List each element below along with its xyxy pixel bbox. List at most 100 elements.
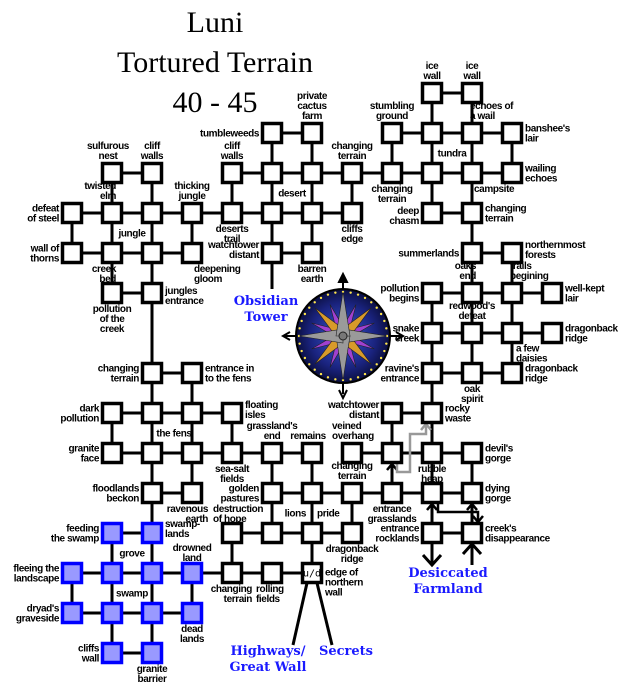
room-floodlands[interactable]	[140, 481, 164, 505]
room-thicking-jungle[interactable]	[180, 201, 204, 225]
room-creeks-disappearance[interactable]	[460, 521, 484, 545]
room-fens-c[interactable]	[140, 441, 164, 465]
room-oak-spirit[interactable]	[460, 361, 484, 385]
room-watchtower-distant-r[interactable]	[380, 401, 404, 425]
room-deepening-gloom[interactable]	[180, 241, 204, 265]
room-wall-of-thorns[interactable]	[60, 241, 84, 265]
room-tundra-b[interactable]	[420, 161, 444, 185]
room-barren-earth[interactable]	[300, 241, 324, 265]
room-desert-c[interactable]	[260, 201, 284, 225]
room-fens-d[interactable]	[180, 441, 204, 465]
room-changing-terrain-r[interactable]	[340, 481, 364, 505]
room-jungle-d[interactable]	[140, 241, 164, 265]
room-dragonback-1[interactable]	[540, 321, 564, 345]
room-entrance-grasslands[interactable]	[380, 481, 404, 505]
room-changing-terrain-f[interactable]	[140, 361, 164, 385]
room-remains[interactable]	[300, 441, 324, 465]
room-creek-bed[interactable]	[100, 241, 124, 265]
room-devils-gorge[interactable]	[460, 441, 484, 465]
room-pollution-creek[interactable]	[100, 281, 124, 305]
room-deep-chasm[interactable]	[420, 201, 444, 225]
room-ravines-entrance[interactable]	[420, 361, 444, 385]
room-ud[interactable]	[300, 561, 324, 585]
room-redwood-c[interactable]	[500, 321, 524, 345]
room-changing-terrain-t2[interactable]	[460, 201, 484, 225]
room-northernmost[interactable]	[500, 241, 524, 265]
room-dead-lands[interactable]	[180, 601, 204, 625]
room-dying-gorge[interactable]	[460, 481, 484, 505]
room-rubble-heap[interactable]	[420, 441, 444, 465]
room-cliff-walls-d[interactable]	[220, 161, 244, 185]
room-snake-creek[interactable]	[420, 321, 444, 345]
room-rocky-waste[interactable]	[420, 401, 444, 425]
room-stumbling-ground[interactable]	[380, 121, 404, 145]
room-golden-pastures[interactable]	[260, 481, 284, 505]
room-tumbleweeds[interactable]	[260, 121, 284, 145]
room-dryads[interactable]	[60, 601, 84, 625]
room-summerlands[interactable]	[460, 241, 484, 265]
room-grasslands-end[interactable]	[260, 441, 284, 465]
room-campsite[interactable]	[460, 161, 484, 185]
room-redwoods-defeat[interactable]	[460, 321, 484, 345]
room-feeding[interactable]	[100, 521, 124, 545]
room-changing-terrain-s[interactable]	[220, 561, 244, 585]
room-rolling-fields[interactable]	[260, 561, 284, 585]
room-swamp-a[interactable]	[100, 601, 124, 625]
room-banshee[interactable]	[500, 121, 524, 145]
room-drowned[interactable]	[180, 561, 204, 585]
room-entrance-rocklands[interactable]	[420, 521, 444, 545]
room-trails-begining[interactable]	[500, 281, 524, 305]
room-sea-salt[interactable]	[220, 441, 244, 465]
room-entrance-fens[interactable]	[180, 361, 204, 385]
room-sulfurous-nest[interactable]	[100, 161, 124, 185]
room-defeat-of-steel[interactable]	[60, 201, 84, 225]
room-jungle-c[interactable]	[140, 201, 164, 225]
room-jungles-entrance[interactable]	[140, 281, 164, 305]
room-deserts-trail[interactable]	[220, 201, 244, 225]
room-watchtower-distant-d[interactable]	[260, 241, 284, 265]
room-cliffs-wall[interactable]	[100, 641, 124, 665]
room-changing-terrain-t[interactable]	[380, 161, 404, 185]
room-lions-room[interactable]	[260, 521, 284, 545]
room-fens-b[interactable]	[180, 401, 204, 425]
room-destruction[interactable]	[220, 521, 244, 545]
room-oaks-end[interactable]	[460, 281, 484, 305]
room-grove-b[interactable]	[140, 561, 164, 585]
room-echoes[interactable]	[460, 121, 484, 145]
room-well-kept[interactable]	[540, 281, 564, 305]
room-desert-b[interactable]	[300, 161, 324, 185]
room-cliffs-edge[interactable]	[340, 201, 364, 225]
room-rubble-a[interactable]	[380, 441, 404, 465]
room-ravenous-earth[interactable]	[180, 481, 204, 505]
room-fleeing[interactable]	[60, 561, 84, 585]
room-granite-barrier[interactable]	[140, 641, 164, 665]
room-pollution-begins[interactable]	[420, 281, 444, 305]
room-granite-face[interactable]	[100, 441, 124, 465]
room-veined-overhang[interactable]	[340, 441, 364, 465]
room-center-b[interactable]	[300, 521, 324, 545]
room-center-a[interactable]	[300, 481, 324, 505]
room-desert-a[interactable]	[260, 161, 284, 185]
room-floating-isles[interactable]	[220, 401, 244, 425]
room-wailing-echoes[interactable]	[500, 161, 524, 185]
room-swamp-b[interactable]	[140, 601, 164, 625]
room-tundra-a[interactable]	[420, 121, 444, 145]
room-rubble-b[interactable]	[420, 481, 444, 505]
room-dragonback-3[interactable]	[340, 521, 364, 545]
room-cliff-walls-j[interactable]	[140, 161, 164, 185]
room-ice-wall-1[interactable]	[420, 81, 444, 105]
room-changing-terrain-d[interactable]	[340, 161, 364, 185]
room-desert-d[interactable]	[300, 201, 324, 225]
room-swamplands[interactable]	[140, 521, 164, 545]
room-dragonback-2[interactable]	[500, 361, 524, 385]
room-twisted-elm[interactable]	[100, 201, 124, 225]
room-dark-pollution[interactable]	[100, 401, 124, 425]
room-private-cactus[interactable]	[300, 121, 324, 145]
room-fens-a[interactable]	[140, 401, 164, 425]
room-ice-wall-2[interactable]	[460, 81, 484, 105]
room-grove-a[interactable]	[100, 561, 124, 585]
